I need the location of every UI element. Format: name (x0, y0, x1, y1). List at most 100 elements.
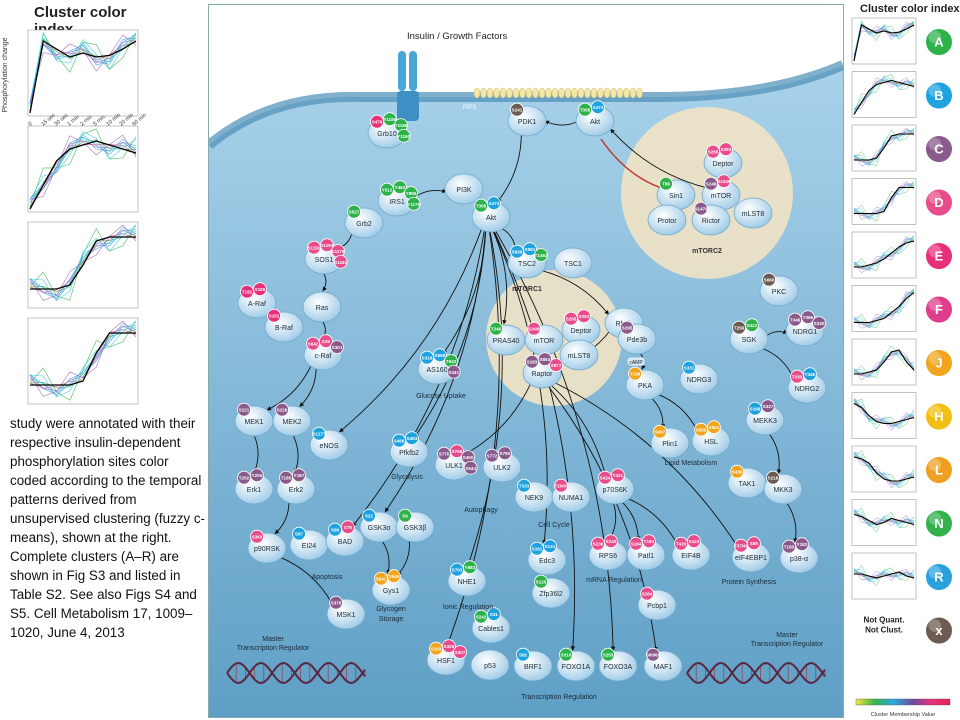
protein-label: TAK1 (739, 481, 756, 488)
phosphosite-edc3-S131: S131 (542, 539, 557, 554)
protein-label: Deptor (570, 328, 592, 335)
cluster-plot-N (851, 499, 917, 546)
phosphosite-dot (694, 201, 708, 216)
phosphosite-dot (486, 196, 501, 211)
cluster-badge-D: D (924, 187, 954, 218)
protein-label: PRAS40 (493, 338, 520, 345)
cluster-badge-letter: D (934, 195, 943, 210)
cluster-centroid-line (853, 79, 915, 115)
membership-scale-bar (855, 698, 951, 706)
protein-label: ULK2 (493, 465, 511, 472)
cluster-badge-letter: J (935, 356, 942, 371)
cluster-centroid-line (854, 186, 914, 215)
cluster-badge-highlight (928, 30, 942, 44)
protein-node (470, 649, 510, 681)
phosphosite-label: T420 (676, 542, 687, 547)
cluster-plot-A (851, 17, 917, 65)
process-label-apoptosis: Apoptosis (312, 574, 343, 581)
phosphosite-dot (463, 460, 478, 475)
protein-mlst8a: mLST8 (733, 197, 773, 229)
cluster-plot-frame (851, 445, 917, 493)
phosphosite-rps6-S240: S240 (603, 534, 618, 549)
protein-label: RPS6 (599, 553, 617, 560)
protein-label: p53 (484, 663, 496, 670)
process-label-cell_cycle: Cell Cycle (538, 522, 570, 529)
cluster-trace (853, 507, 915, 533)
phosphosite-label: S161 (532, 547, 543, 552)
phosphosite-as160-S318: S318 (420, 350, 434, 365)
lipid-head (558, 87, 565, 99)
phosphosite-pfkfb2-S483: S483 (404, 431, 419, 446)
phosphosite-label: S183 (527, 360, 538, 365)
protein-label: NEK9 (525, 495, 543, 502)
phosphosite-ndrg2-T330: T330 (790, 369, 804, 384)
phosphosite-label: S863 (540, 357, 551, 362)
protein-label: PDK1 (518, 119, 536, 126)
phosphosite-dot (590, 100, 605, 115)
phosphosite-dot (404, 431, 419, 446)
cluster-trace (853, 352, 915, 377)
phosphosite-label: T246 (491, 327, 502, 332)
phosphosite-pka-T198: T198 (628, 366, 642, 381)
cluster-trace (853, 288, 915, 329)
phosphosite-patl1-T194: T194 (641, 534, 656, 549)
time-tick: 0 (27, 121, 33, 128)
phosphosite-label: S758 (452, 449, 463, 454)
cluster-plot-D (851, 178, 917, 225)
phosphosite-craf-S642: S642 (306, 336, 320, 351)
phosphosite-label: S473 (593, 105, 604, 110)
phosphosite-label: S221 (239, 408, 250, 413)
phosphosite-dot (252, 282, 267, 297)
phosphosite-label: S240 (606, 539, 617, 544)
cluster-trace (853, 345, 915, 378)
phosphosite-plin1-S497: S497 (653, 424, 667, 439)
phosphosite-pdk1-S241: S241 (510, 102, 524, 117)
phosphosite-sgk-S422: S422 (744, 318, 759, 333)
phosphosite-label: Y683 (465, 565, 476, 570)
cluster-trace (853, 239, 915, 269)
phosphosite-mekk3-S166: S166 (748, 401, 762, 416)
cluster-trace (29, 320, 137, 401)
protein-label: eNOS (319, 443, 338, 450)
cluster-trace (853, 450, 915, 489)
cluster-centroid-line (29, 39, 137, 114)
phosphosite-dot (653, 424, 667, 439)
protein-label: mTOR (534, 338, 554, 345)
pathway-arrow-mtor1-to-akt1 (610, 128, 708, 189)
protein-label: PI3K (456, 187, 472, 194)
phosphosite-sgk-T256: T256 (732, 320, 746, 335)
protein-label: TSC2 (518, 261, 536, 268)
cluster-badge-E: E (924, 241, 954, 271)
protein-label: GSK3β (404, 525, 427, 532)
protein-label: mTOR (711, 193, 731, 200)
cluster-badge-x: x (924, 615, 954, 646)
cluster-trace (853, 24, 915, 58)
protein-node (302, 291, 342, 323)
pathway-arrow-sos1-to-ras (322, 272, 327, 292)
phosphosite-label: T86 (662, 182, 670, 187)
phosphosite-dot (766, 470, 780, 485)
lipid-head (623, 87, 630, 99)
phosphosite-label: Y187 (294, 473, 305, 478)
phosphosite-dot (347, 204, 361, 219)
cluster-badge-circle (924, 401, 954, 432)
phosphosite-braf-S151: S151 (267, 308, 281, 323)
phosphosite-dot (716, 174, 731, 189)
lipid-head (525, 87, 533, 99)
phosphosite-zfp36l2-S125: S125 (534, 574, 548, 589)
phosphosite-label: T194 (644, 539, 655, 544)
protein-label: ULK1 (445, 463, 463, 470)
cluster-plot-R (851, 552, 917, 600)
cluster-badge-highlight (928, 191, 942, 204)
protein-label: p38-α (790, 556, 808, 563)
phosphosite-gsk3a-S21: S21 (362, 508, 376, 523)
cluster-trace (853, 237, 915, 270)
phosphosite-bad-S75: S75 (340, 520, 355, 535)
cluster-centroid-line (854, 292, 915, 324)
cluster-badge-N: N (924, 508, 954, 539)
phosphosite-rictor-S1479: S1479 (694, 201, 708, 216)
cluster-trace (29, 229, 137, 296)
process-label-protein_synth: Protein Synthesis (722, 579, 777, 586)
cluster-trace (29, 31, 137, 111)
